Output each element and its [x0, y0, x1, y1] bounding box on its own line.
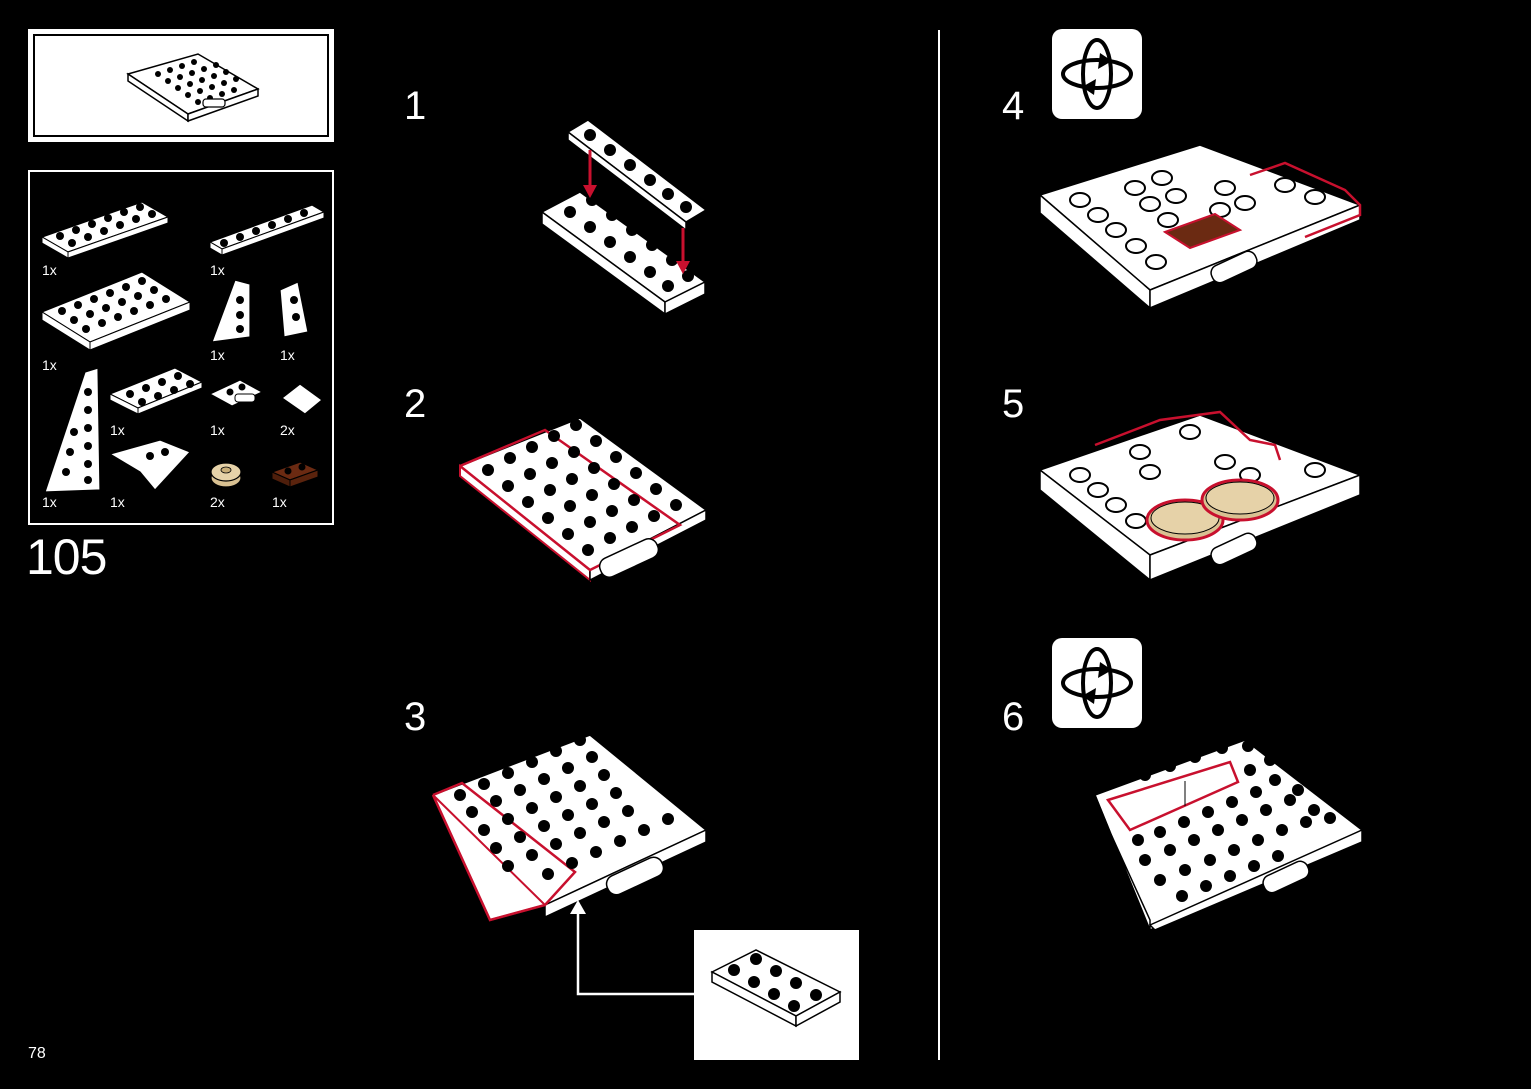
step-2-illustration [460, 418, 706, 580]
callout-box [694, 930, 859, 1060]
step-3-illustration [433, 734, 706, 994]
step-4-illustration [1040, 145, 1360, 308]
step-5-illustration [1040, 412, 1360, 580]
step-6-illustration [1095, 740, 1362, 930]
